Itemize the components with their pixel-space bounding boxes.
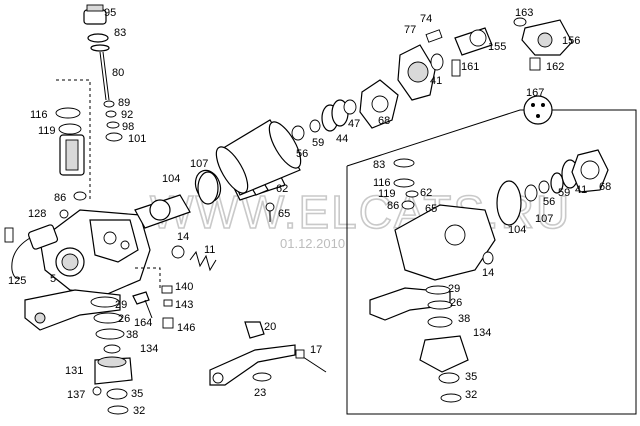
- part-label-92: 92: [121, 109, 133, 121]
- part-labels: 95 83 80 89 92 98 101 116 119 86 128 125…: [8, 7, 611, 417]
- bolt-group: [132, 267, 174, 329]
- steering-gear-housing: [4, 209, 151, 331]
- part-label-26-detail: 26: [450, 297, 462, 309]
- part-label-86: 86: [54, 192, 66, 204]
- part-label-83-detail: 83: [373, 159, 385, 171]
- part-label-167: 167: [526, 87, 544, 99]
- spring-parts: [171, 245, 217, 272]
- part-label-74: 74: [420, 13, 432, 25]
- part-label-38: 38: [126, 329, 138, 341]
- part-label-77: 77: [404, 24, 416, 36]
- pitman-arm: [209, 321, 327, 386]
- part-label-41-detail: 41: [575, 184, 587, 196]
- part-label-32: 32: [133, 405, 145, 417]
- part-label-140: 140: [175, 281, 193, 293]
- part-label-29-detail: 29: [448, 283, 460, 295]
- part-label-119-detail: 119: [378, 188, 396, 200]
- part-label-59: 59: [312, 137, 324, 149]
- part-label-38-detail: 38: [458, 313, 470, 325]
- part-label-41: 41: [430, 75, 442, 87]
- part-label-62: 62: [276, 183, 288, 195]
- filler-cap-assembly: [83, 4, 123, 142]
- part-label-137: 137: [67, 389, 85, 401]
- part-label-134-detail: 134: [473, 327, 491, 339]
- part-label-35-detail: 35: [465, 371, 477, 383]
- part-label-116: 116: [30, 109, 48, 121]
- part-label-162: 162: [546, 61, 564, 73]
- part-label-107-detail: 107: [535, 213, 553, 225]
- part-label-14: 14: [177, 231, 189, 243]
- part-label-65: 65: [278, 208, 290, 220]
- part-label-143: 143: [175, 299, 193, 311]
- part-label-44: 44: [336, 133, 348, 145]
- watermark-date: 01.12.2010: [280, 236, 345, 251]
- part-label-125: 125: [8, 275, 26, 287]
- part-label-62-detail: 62: [420, 187, 432, 199]
- part-label-104-detail: 104: [508, 224, 526, 236]
- part-label-11: 11: [204, 244, 215, 256]
- part-label-68: 68: [378, 115, 390, 127]
- part-label-26: 26: [118, 313, 130, 325]
- part-label-128: 128: [28, 208, 46, 220]
- part-label-20: 20: [264, 321, 276, 333]
- part-label-116-detail: 116: [373, 177, 391, 189]
- upper-shaft-parts: [291, 17, 573, 141]
- part-label-98: 98: [122, 121, 134, 133]
- part-label-32-detail: 32: [465, 389, 477, 401]
- part-label-119: 119: [38, 125, 56, 137]
- part-label-5: 5: [50, 273, 56, 285]
- part-label-163: 163: [515, 7, 533, 19]
- part-label-161: 161: [461, 61, 479, 73]
- lower-seal-stack: [90, 296, 133, 415]
- part-label-35: 35: [131, 388, 143, 400]
- part-label-14-detail: 14: [482, 267, 494, 279]
- part-label-101: 101: [128, 133, 146, 145]
- part-label-155: 155: [488, 41, 506, 53]
- part-label-104: 104: [162, 173, 180, 185]
- part-label-134: 134: [140, 343, 158, 355]
- part-label-95: 95: [104, 7, 116, 19]
- part-label-107: 107: [190, 158, 208, 170]
- part-label-80: 80: [112, 67, 124, 79]
- part-label-17: 17: [310, 344, 322, 356]
- part-label-68-detail: 68: [599, 181, 611, 193]
- part-label-59-detail: 59: [558, 187, 570, 199]
- part-label-56: 56: [296, 148, 308, 160]
- part-label-56-detail: 56: [543, 196, 555, 208]
- part-label-65-detail: 65: [425, 203, 437, 215]
- part-label-164: 164: [134, 317, 152, 329]
- part-label-156: 156: [562, 35, 580, 47]
- part-label-146: 146: [177, 322, 195, 334]
- part-label-131: 131: [65, 365, 83, 377]
- part-label-47: 47: [348, 118, 360, 130]
- detail-parts: [369, 149, 609, 403]
- part-label-86-detail: 86: [387, 200, 399, 212]
- detail-frame: [346, 95, 637, 415]
- sleeve-cylinder: [197, 119, 302, 205]
- valve-assembly: [55, 79, 91, 201]
- part-label-83: 83: [114, 27, 126, 39]
- part-label-23: 23: [254, 387, 266, 399]
- part-label-29: 29: [115, 299, 127, 311]
- part-label-89: 89: [118, 97, 130, 109]
